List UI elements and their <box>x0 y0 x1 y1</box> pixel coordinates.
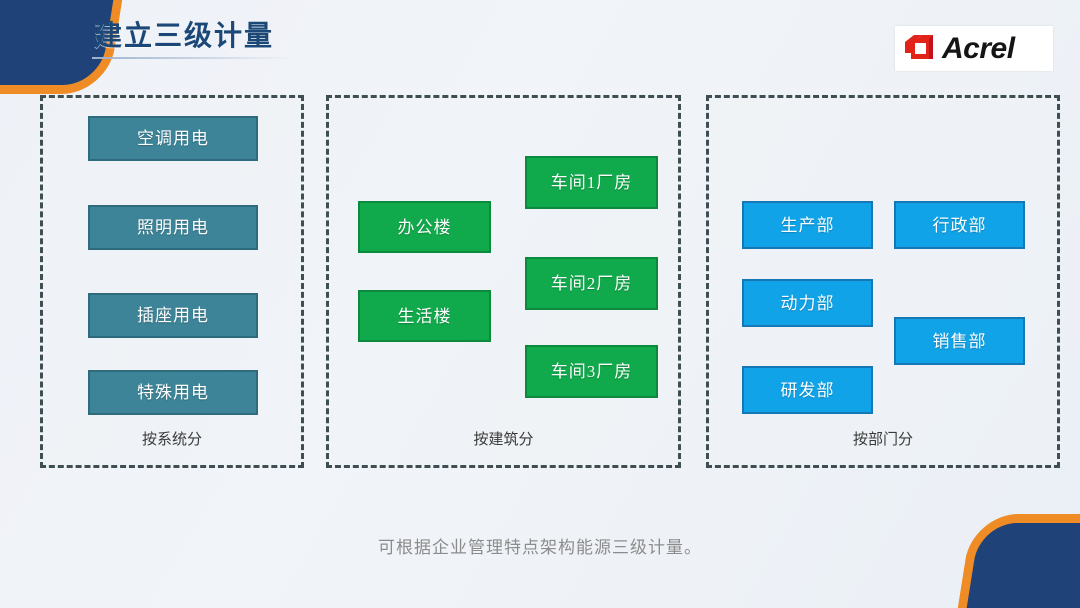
item-box-workshop-3: 车间3厂房 <box>525 345 658 398</box>
slide-caption: 可根据企业管理特点架构能源三级计量。 <box>378 538 702 557</box>
item-box-admin-dept: 行政部 <box>894 201 1025 249</box>
group-label-by-department: 按部门分 <box>852 432 913 448</box>
group-label-by-system: 按系统分 <box>141 432 202 448</box>
acrel-logo-text: Acrel <box>942 31 1015 65</box>
group-label-by-building: 按建筑分 <box>473 432 534 448</box>
item-box-office-building: 办公楼 <box>358 201 491 253</box>
group-by-system: 空调用电 照明用电 插座用电 特殊用电 按系统分 <box>40 95 304 468</box>
group-by-department: 生产部 动力部 研发部 行政部 销售部 按部门分 <box>706 95 1060 468</box>
title-underline-rule <box>92 57 292 59</box>
item-box-hvac-power: 空调用电 <box>88 116 258 161</box>
item-box-workshop-2: 车间2厂房 <box>525 257 658 310</box>
item-box-power-dept: 动力部 <box>742 279 873 327</box>
group-by-building: 办公楼 生活楼 车间1厂房 车间2厂房 车间3厂房 按建筑分 <box>326 95 681 468</box>
acrel-logo: Acrel <box>895 26 1053 71</box>
item-box-sales-dept: 销售部 <box>894 317 1025 365</box>
page-title: 建立三级计量 <box>94 21 275 52</box>
item-box-special-power: 特殊用电 <box>88 370 258 415</box>
item-box-lighting-power: 照明用电 <box>88 205 258 250</box>
item-box-production-dept: 生产部 <box>742 201 873 249</box>
item-box-living-building: 生活楼 <box>358 290 491 342</box>
item-box-workshop-1: 车间1厂房 <box>525 156 658 209</box>
item-box-rd-dept: 研发部 <box>742 366 873 414</box>
acrel-cube-logo-mark-icon <box>903 33 937 65</box>
item-box-socket-power: 插座用电 <box>88 293 258 338</box>
